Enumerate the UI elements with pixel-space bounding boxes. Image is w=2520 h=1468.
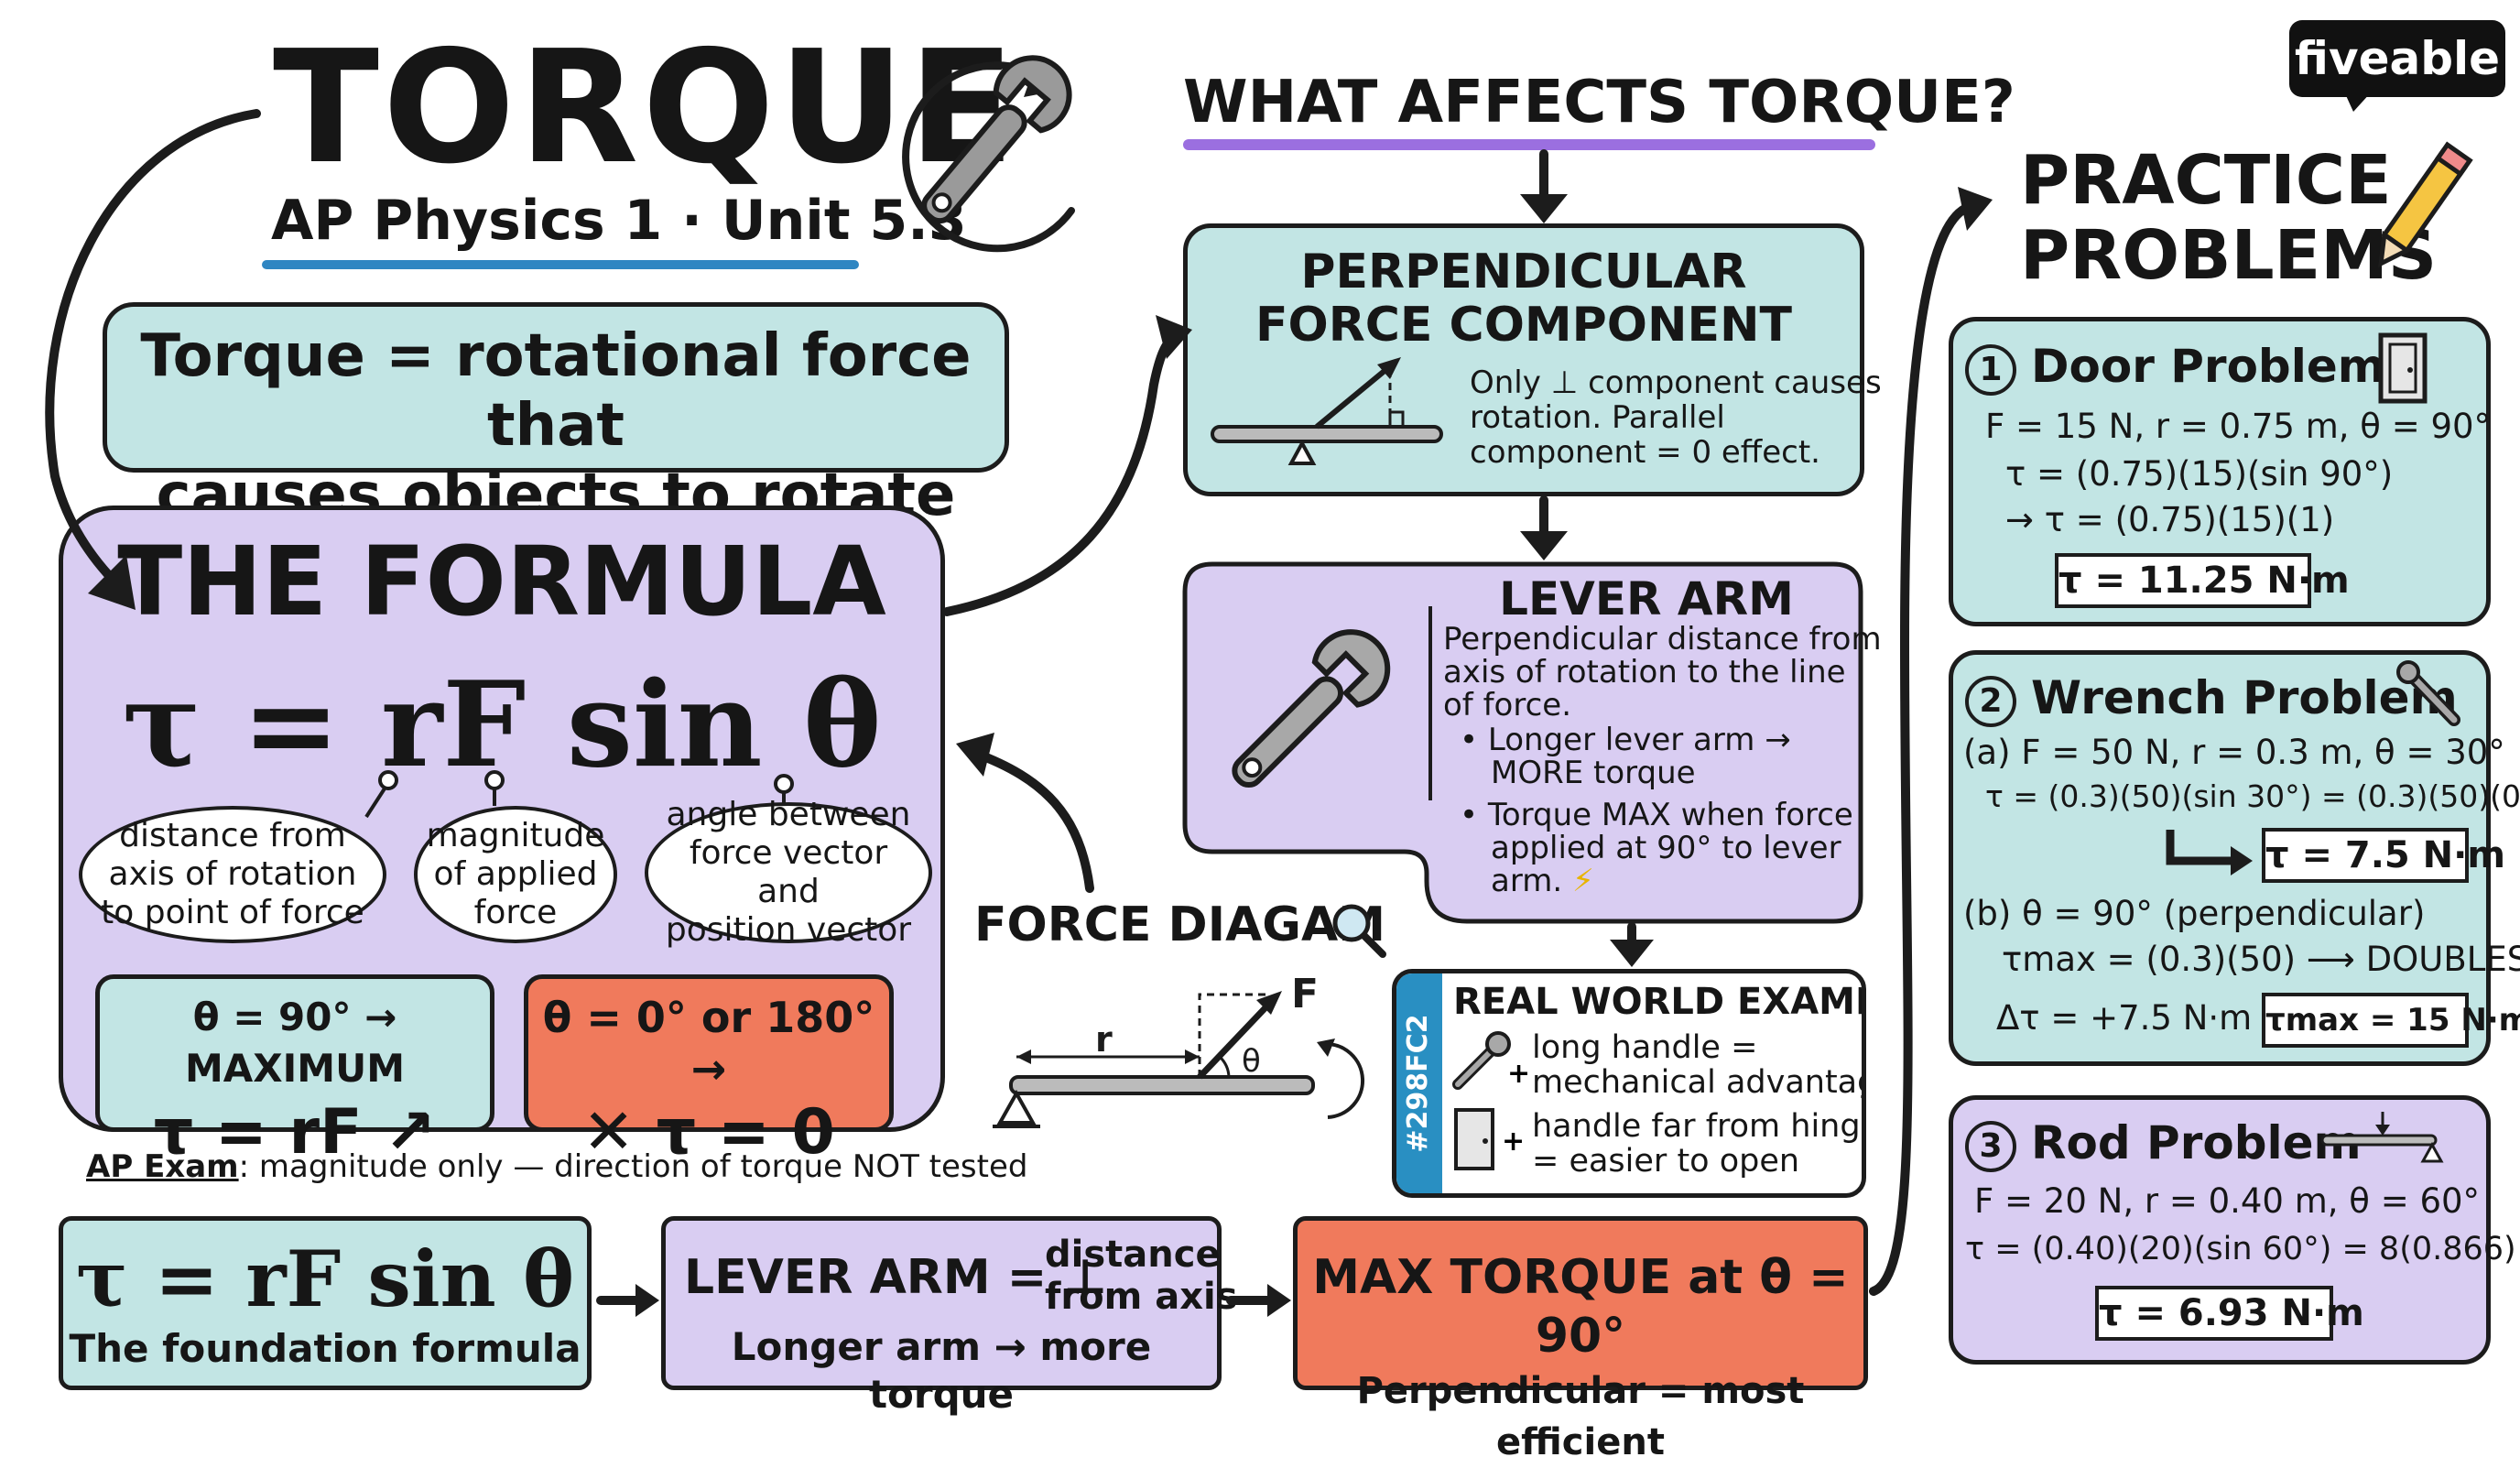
bottom-step-2-lead: LEVER ARM = ⊥ xyxy=(684,1250,1107,1305)
bubble-pointers xyxy=(364,770,794,819)
problem-1-step-1: τ = (0.75)(15)(sin 90°) xyxy=(2005,454,2394,494)
magnifier-icon xyxy=(1332,904,1386,958)
max-case-line-2: τ = rF ↗ xyxy=(153,1096,437,1169)
brand-logo-tail xyxy=(2344,92,2372,112)
practice-title-line-2: PROBLEMS xyxy=(2020,216,2438,295)
problem-1-step-2: → τ = (0.75)(15)(1) xyxy=(2005,500,2335,539)
perpendicular-heading-1: PERPENDICULAR xyxy=(1300,245,1747,299)
subtitle-underline xyxy=(262,260,859,269)
bubble-f-label: magnitude of applied force xyxy=(414,806,617,943)
definition-box: Torque = rotational force that causes ob… xyxy=(103,302,1009,529)
max-case-box: θ = 90° → MAXIMUM τ = rF ↗ xyxy=(95,974,494,1169)
zero-case-line-2: ✕ τ = 0 xyxy=(582,1096,835,1169)
pencil-icon xyxy=(2378,141,2473,268)
problem-3-answer: τ = 6.93 N·m xyxy=(2095,1286,2364,1341)
perpendicular-box: PERPENDICULAR FORCE COMPONENT Only ⊥ com… xyxy=(1183,223,1882,496)
svg-text:+: + xyxy=(1502,1125,1525,1158)
real-world-example-2: handle far from hinge = easier to open xyxy=(1532,1108,1866,1180)
force-diagram-f-label: F xyxy=(1291,971,1319,1017)
problem-2-b-givens: (b) θ = 90° (perpendicular) xyxy=(1963,894,2426,933)
perpendicular-lever-icon xyxy=(1211,357,1443,465)
perpendicular-heading-2: FORCE COMPONENT xyxy=(1255,298,1792,353)
ap-exam-label: AP Exam xyxy=(86,1148,239,1185)
problem-2-a-step: τ = (0.3)(50)(sin 30°) = (0.3)(50)(0.5) xyxy=(1985,778,2520,814)
definition-line-1: Torque = rotational force that xyxy=(140,322,972,460)
problem-3-number: 3 xyxy=(1965,1120,2016,1172)
formula-main: τ = rF sin θ xyxy=(122,657,882,794)
small-wrench-icon: + xyxy=(1452,1031,1530,1090)
real-world-tag-strip xyxy=(1396,973,1442,1193)
affects-title: WHAT AFFECTS TORQUE? xyxy=(1183,69,2015,136)
rotating-wrench-icon xyxy=(902,55,1075,253)
zero-case-box: θ = 0° or 180° → ✕ τ = 0 xyxy=(524,974,894,1169)
force-diagram-theta-label: θ xyxy=(1242,1043,1261,1080)
force-diagram: r F θ xyxy=(993,971,1364,1128)
perpendicular-text: Only ⊥ component causes rotation. Parall… xyxy=(1470,364,1882,471)
svg-text:+: + xyxy=(1507,1058,1530,1090)
bottom-step-1-caption: The foundation formula xyxy=(69,1326,581,1371)
door-problem-icon xyxy=(2378,332,2428,404)
page-subtitle: AP Physics 1 · Unit 5.3 xyxy=(271,189,967,253)
ap-exam-note: AP Exam: magnitude only — direction of t… xyxy=(86,1147,1027,1187)
problem-2-arrow xyxy=(2166,830,2253,875)
max-case-line-1: θ = 90° → MAXIMUM xyxy=(184,995,405,1091)
problem-1-answer: τ = 11.25 N·m xyxy=(2055,553,2350,608)
wrench-problem-icon xyxy=(2396,660,2460,726)
zero-case-line-1: θ = 0° or 180° → xyxy=(542,993,875,1093)
real-world-example-1: long handle = mechanical advantage xyxy=(1532,1029,1866,1101)
lightning-icon: ⚡ xyxy=(1571,863,1594,899)
practice-title-line-1: PRACTICE xyxy=(2020,141,2392,220)
problem-2-a-givens: (a) F = 50 N, r = 0.3 m, θ = 30° xyxy=(1963,733,2505,772)
force-diagram-r-label: r xyxy=(1095,1019,1113,1060)
bottom-step-2-side: distance from axis xyxy=(1045,1234,1238,1318)
lever-arm-bullet-2: • Torque MAX when force applied at 90° t… xyxy=(1460,797,1853,899)
brand-logo: fiveable xyxy=(2289,20,2505,97)
door-icon: + xyxy=(1454,1108,1525,1170)
formula-heading: THE FORMULA xyxy=(117,526,886,637)
page-title: TORQUE xyxy=(273,17,1019,199)
affects-title-underline xyxy=(1183,139,1875,150)
connector-arrows xyxy=(45,109,1993,1317)
practice-title: PRACTICE PROBLEMS xyxy=(2020,143,2437,293)
bottom-step-1-formula: τ = rF sin θ xyxy=(75,1234,575,1324)
bottom-step-2: LEVER ARM = ⊥ distance from axis Longer … xyxy=(661,1216,1238,1417)
lever-arm-heading: LEVER ARM xyxy=(1499,572,1794,625)
problem-3-step: τ = (0.40)(20)(sin 60°) = 8(0.866) xyxy=(1965,1231,2516,1267)
force-diagram-title: FORCE DIAGAM xyxy=(974,897,1385,952)
ap-exam-text: : magnitude only — direction of torque N… xyxy=(238,1148,1028,1185)
problem-2-b-delta: Δτ = +7.5 N·m → xyxy=(1996,998,2291,1038)
problem-3-givens: F = 20 N, r = 0.40 m, θ = 60° xyxy=(1974,1181,2481,1221)
rod-problem-icon xyxy=(2320,1112,2444,1163)
real-world-title: REAL WORLD EXAMPLES xyxy=(1453,981,1862,1023)
problem-2-b-step: τmax = (0.3)(50) ⟶ DOUBLES! xyxy=(2002,940,2520,979)
lever-arm-bullet-1: • Longer lever arm → MORE torque xyxy=(1460,722,1791,791)
bottom-step-3-title: MAX TORQUE at θ = 90° xyxy=(1312,1250,1849,1364)
bottom-step-3: MAX TORQUE at θ = 90° Perpendicular = mo… xyxy=(1293,1216,1868,1463)
lever-arm-text: Perpendicular distance from axis of rota… xyxy=(1443,621,1882,723)
bottom-step-1: τ = rF sin θ The foundation formula xyxy=(59,1216,592,1390)
bubble-r-label: distance from axis of rotation to point … xyxy=(79,806,386,943)
problem-1-number: 1 xyxy=(1965,343,2016,396)
wrench-icon xyxy=(1232,629,1391,788)
problem-2-number: 2 xyxy=(1965,675,2016,727)
problem-2-a-answer: τ = 7.5 N·m xyxy=(2262,828,2505,883)
problem-1-givens: F = 15 N, r = 0.75 m, θ = 90° xyxy=(1985,407,2492,446)
bubble-theta-label: angle between force vector and position … xyxy=(645,796,932,949)
